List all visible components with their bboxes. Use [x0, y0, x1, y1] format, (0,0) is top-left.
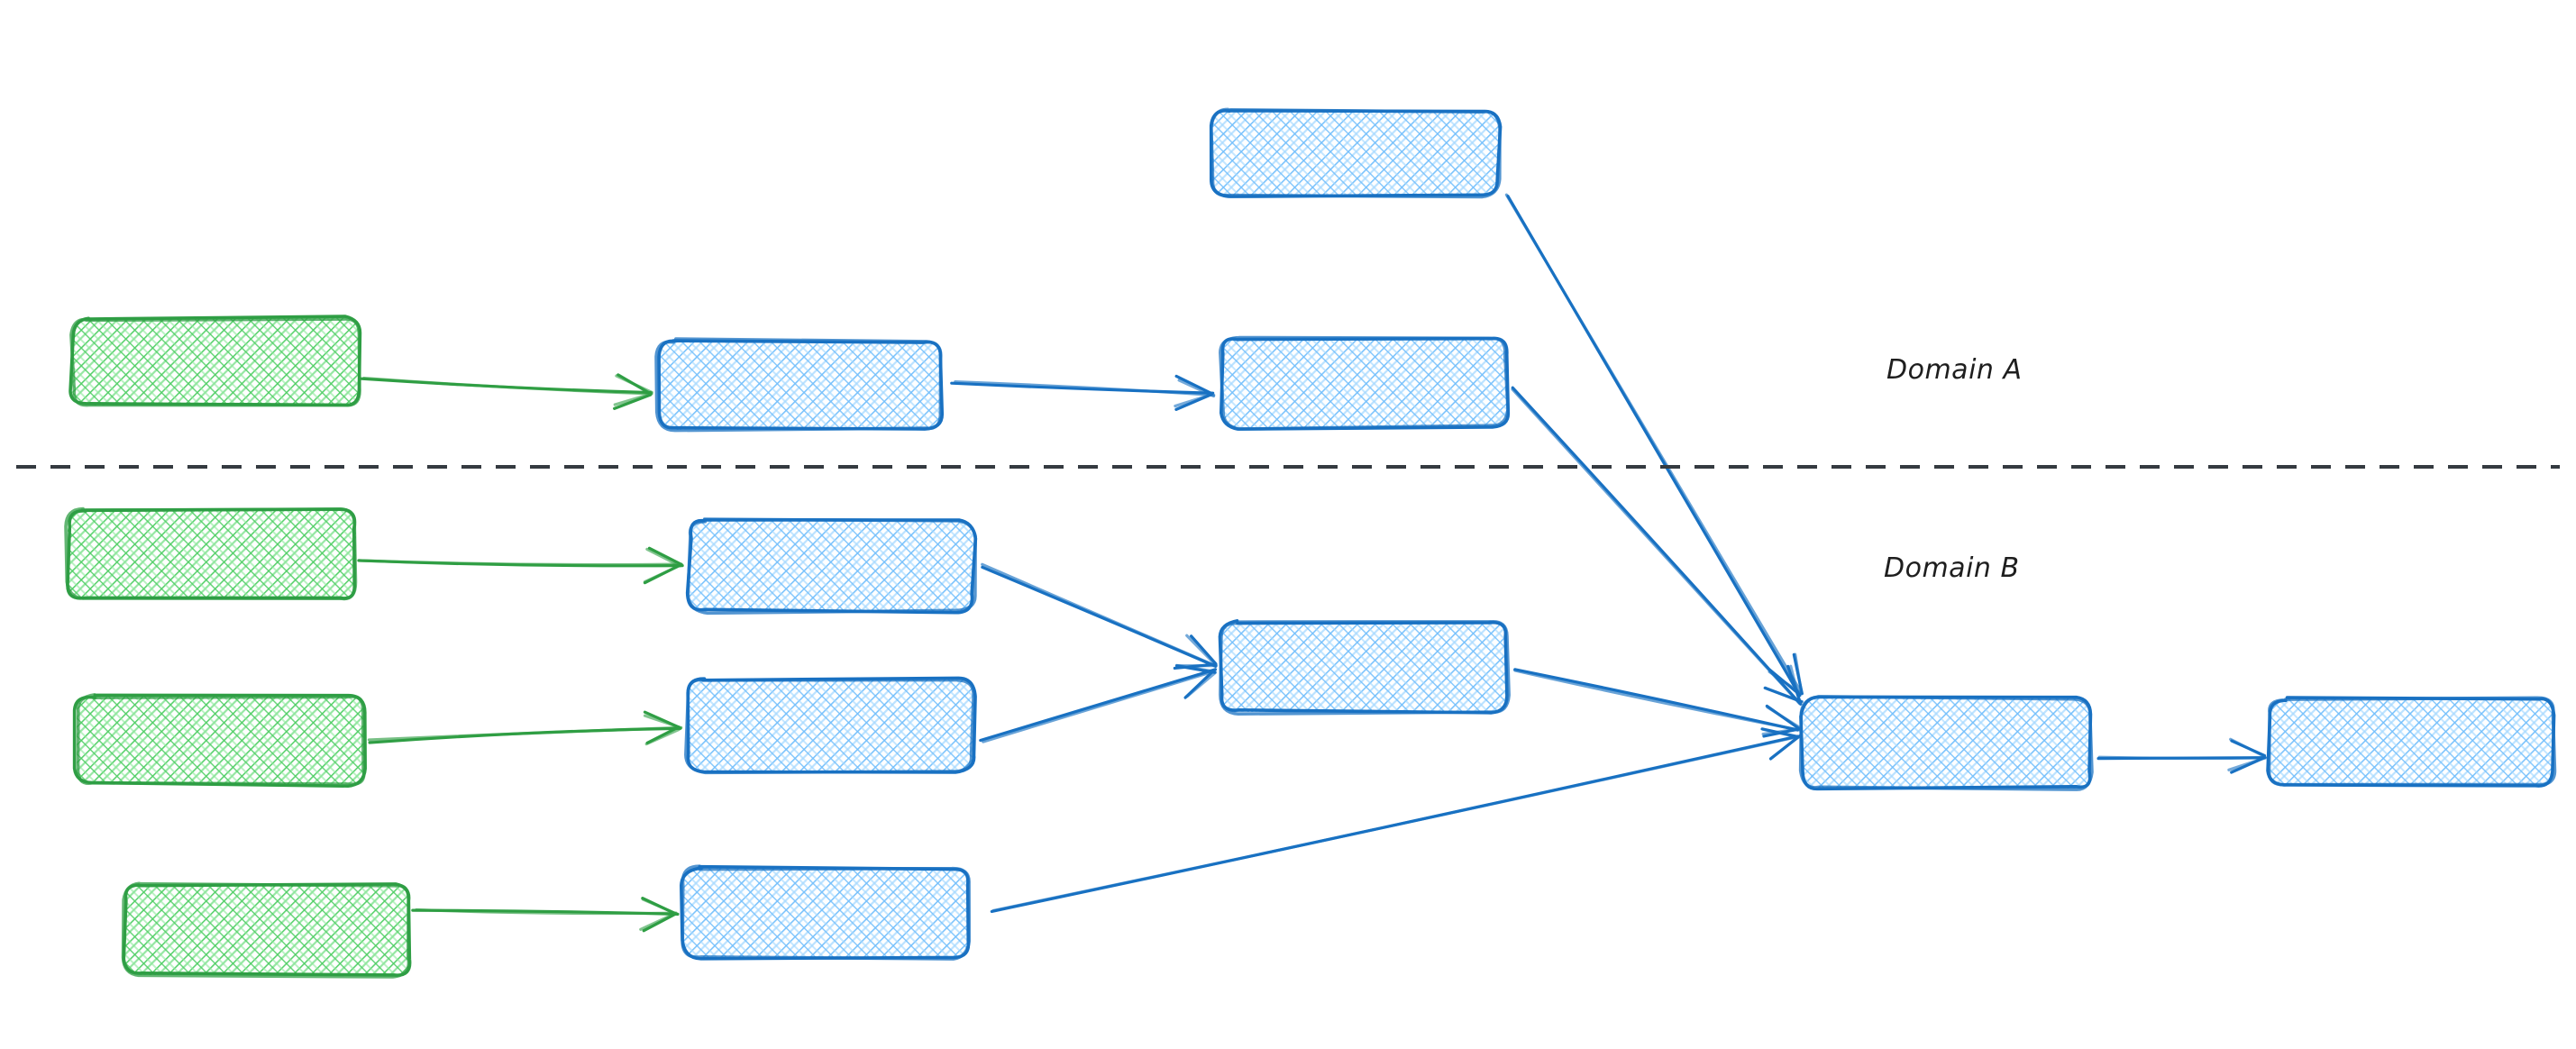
node-outline — [1798, 695, 2094, 791]
edge-e11 — [990, 727, 1802, 914]
arrowhead-icon — [2227, 737, 2267, 774]
node-outline — [2267, 696, 2557, 787]
node-fill — [688, 679, 973, 771]
node-fill — [77, 696, 365, 784]
label-domain-a: Domain A — [1886, 354, 2023, 386]
edge-e8 — [981, 562, 1219, 670]
node-fill — [1221, 338, 1507, 427]
node-b-blue-2[interactable] — [684, 676, 977, 775]
node-b-blue-hub[interactable] — [1798, 695, 2094, 791]
node-outline — [1209, 107, 1502, 199]
arrowhead-icon — [639, 897, 678, 933]
node-a-top-blue[interactable] — [1209, 107, 1503, 199]
arrowhead-icon — [1760, 727, 1802, 761]
node-fill — [72, 318, 361, 406]
node-outline — [681, 864, 972, 961]
arrowhead-icon — [643, 546, 683, 585]
node-outline — [76, 693, 366, 786]
edge-e3 — [1504, 193, 1804, 698]
edge-e12 — [2096, 737, 2268, 774]
node-outline — [654, 337, 943, 433]
node-outline — [684, 678, 975, 775]
edge-e1 — [359, 373, 653, 410]
node-b-blue-3[interactable] — [680, 864, 972, 961]
edges-layer — [357, 193, 2268, 933]
node-fill — [68, 510, 356, 599]
node-b-green-1[interactable] — [64, 506, 358, 601]
arrowhead-icon — [1174, 663, 1218, 699]
node-outline — [64, 506, 358, 601]
edge-e10 — [1513, 668, 1802, 738]
edge-e6 — [367, 710, 683, 746]
arrowhead-icon — [643, 710, 681, 746]
label-domain-b: Domain B — [1884, 552, 2020, 584]
edge-e2 — [950, 374, 1216, 411]
node-fill — [2270, 698, 2553, 786]
edge-e7 — [411, 897, 680, 933]
node-fill — [690, 521, 973, 611]
node-a-blue-1[interactable] — [654, 337, 945, 433]
node-fill — [1221, 622, 1507, 712]
node-fill — [1212, 110, 1499, 196]
node-b-blue-final[interactable] — [2266, 696, 2557, 788]
edge-e9 — [979, 663, 1218, 743]
nodes-layer — [64, 107, 2557, 979]
arrowhead-icon — [613, 373, 653, 410]
arrowhead-icon — [1174, 374, 1216, 411]
node-outline — [121, 881, 411, 979]
node-a-green-1[interactable] — [69, 315, 362, 407]
node-outline — [69, 317, 361, 407]
node-b-green-2[interactable] — [72, 693, 367, 788]
node-fill — [1803, 698, 2091, 789]
node-outline — [1219, 335, 1510, 431]
node-outline — [1219, 620, 1511, 716]
edge-e4 — [1511, 386, 1804, 706]
node-fill — [683, 868, 969, 958]
node-b-green-3[interactable] — [121, 881, 412, 979]
node-fill — [658, 341, 942, 430]
node-fill — [124, 885, 410, 975]
node-b-blue-mid[interactable] — [1218, 619, 1511, 716]
node-b-blue-1[interactable] — [685, 517, 978, 616]
node-outline — [686, 517, 977, 616]
edge-e5 — [357, 546, 684, 585]
arrowhead-icon — [1763, 664, 1804, 706]
node-a-blue-2[interactable] — [1219, 335, 1511, 431]
